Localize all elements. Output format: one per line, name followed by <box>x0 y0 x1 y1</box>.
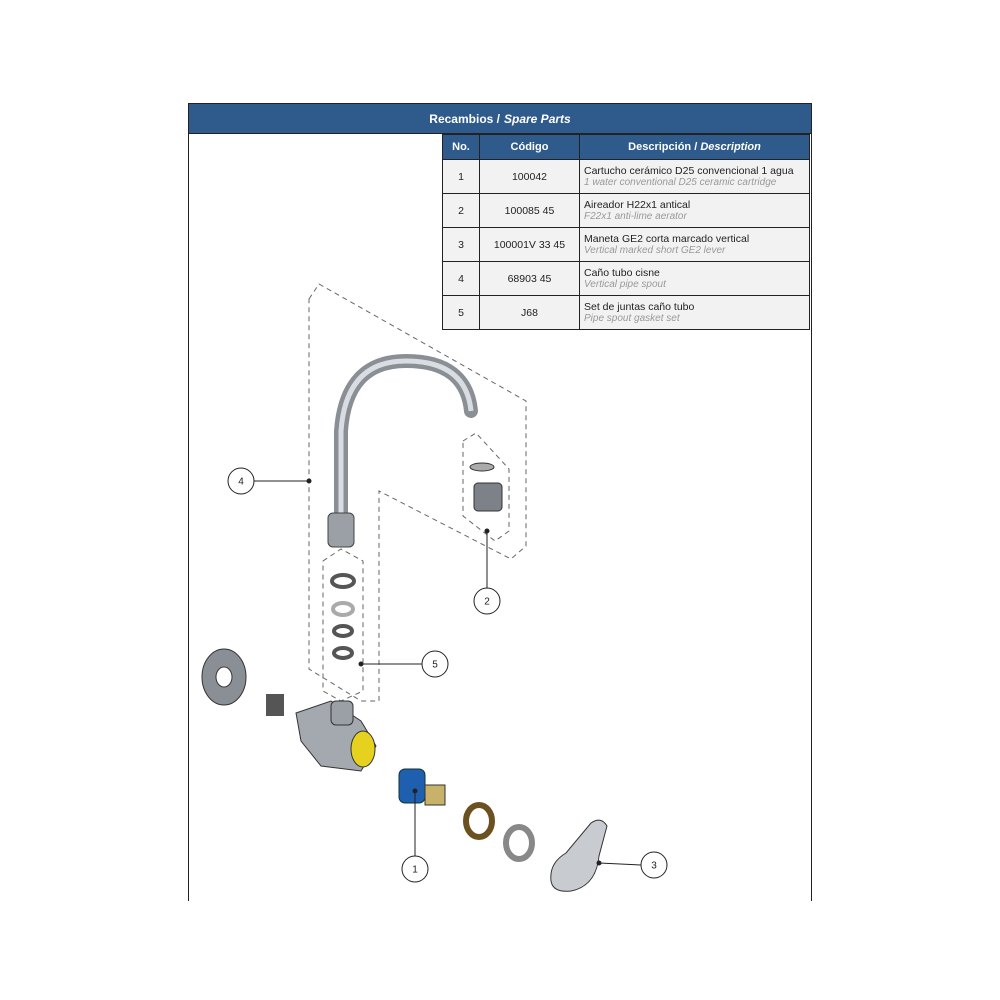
callout-label: 3 <box>651 861 657 872</box>
callout-5: 5 <box>421 650 449 678</box>
leader-lines <box>254 478 642 866</box>
description-es: Maneta GE2 corta marcado vertical <box>584 233 750 245</box>
row-code: 100001V 33 45 <box>479 227 580 262</box>
header-code: Código <box>479 134 580 160</box>
description-en: Pipe spout gasket set <box>584 313 680 324</box>
row-no: 4 <box>442 261 480 296</box>
description-es: Set de juntas caño tubo <box>584 301 695 313</box>
description-en: Vertical pipe spout <box>584 279 666 290</box>
table-header-row: No. Código Descripción / Description <box>442 134 810 160</box>
title-en: Spare Parts <box>504 111 571 126</box>
row-code: 68903 45 <box>479 261 580 296</box>
spare-parts-sheet: Recambios / Spare Parts No. Código Descri… <box>188 103 812 901</box>
description-es: Aireador H22x1 antical <box>584 199 691 211</box>
description-es: Cartucho cerámico D25 convencional 1 agu… <box>584 165 794 177</box>
row-code: J68 <box>479 295 580 330</box>
parts-table: No. Código Descripción / Description 1 1… <box>442 134 810 330</box>
dashed-outlines <box>308 283 527 702</box>
sheet-title: Recambios / Spare Parts <box>189 104 811 134</box>
valve-body <box>201 648 377 772</box>
description-en: F22x1 anti-lime aerator <box>584 211 687 222</box>
row-code: 100085 45 <box>479 193 580 228</box>
callout-label: 4 <box>238 477 244 488</box>
callout-1: 1 <box>401 855 429 883</box>
callout-label: 2 <box>484 597 490 608</box>
aerator-part <box>469 462 503 512</box>
callout-label: 1 <box>412 865 418 876</box>
cap-part <box>503 824 535 862</box>
spout-part <box>327 353 478 548</box>
description-en: 1 water conventional D25 ceramic cartrid… <box>584 177 777 188</box>
callout-3: 3 <box>640 851 668 879</box>
row-description: Cartucho cerámico D25 convencional 1 agu… <box>579 159 810 194</box>
header-description: Descripción / Description <box>579 134 810 160</box>
description-en: Vertical marked short GE2 lever <box>584 245 726 256</box>
table-row: 3 100001V 33 45 Maneta GE2 corta marcado… <box>442 227 810 262</box>
exploded-diagram: 1 2 3 4 5 <box>201 283 668 892</box>
callout-4: 4 <box>227 467 255 495</box>
callout-2: 2 <box>473 587 501 615</box>
row-no: 5 <box>442 295 480 330</box>
lever-part <box>550 819 608 892</box>
title-es: Recambios / <box>429 111 500 126</box>
nut-part <box>463 802 495 840</box>
description-es: Caño tubo cisne <box>584 267 660 279</box>
callout-label: 5 <box>432 660 438 671</box>
gasket-set <box>330 573 356 660</box>
row-no: 3 <box>442 227 480 262</box>
cartridge-part <box>398 768 446 806</box>
